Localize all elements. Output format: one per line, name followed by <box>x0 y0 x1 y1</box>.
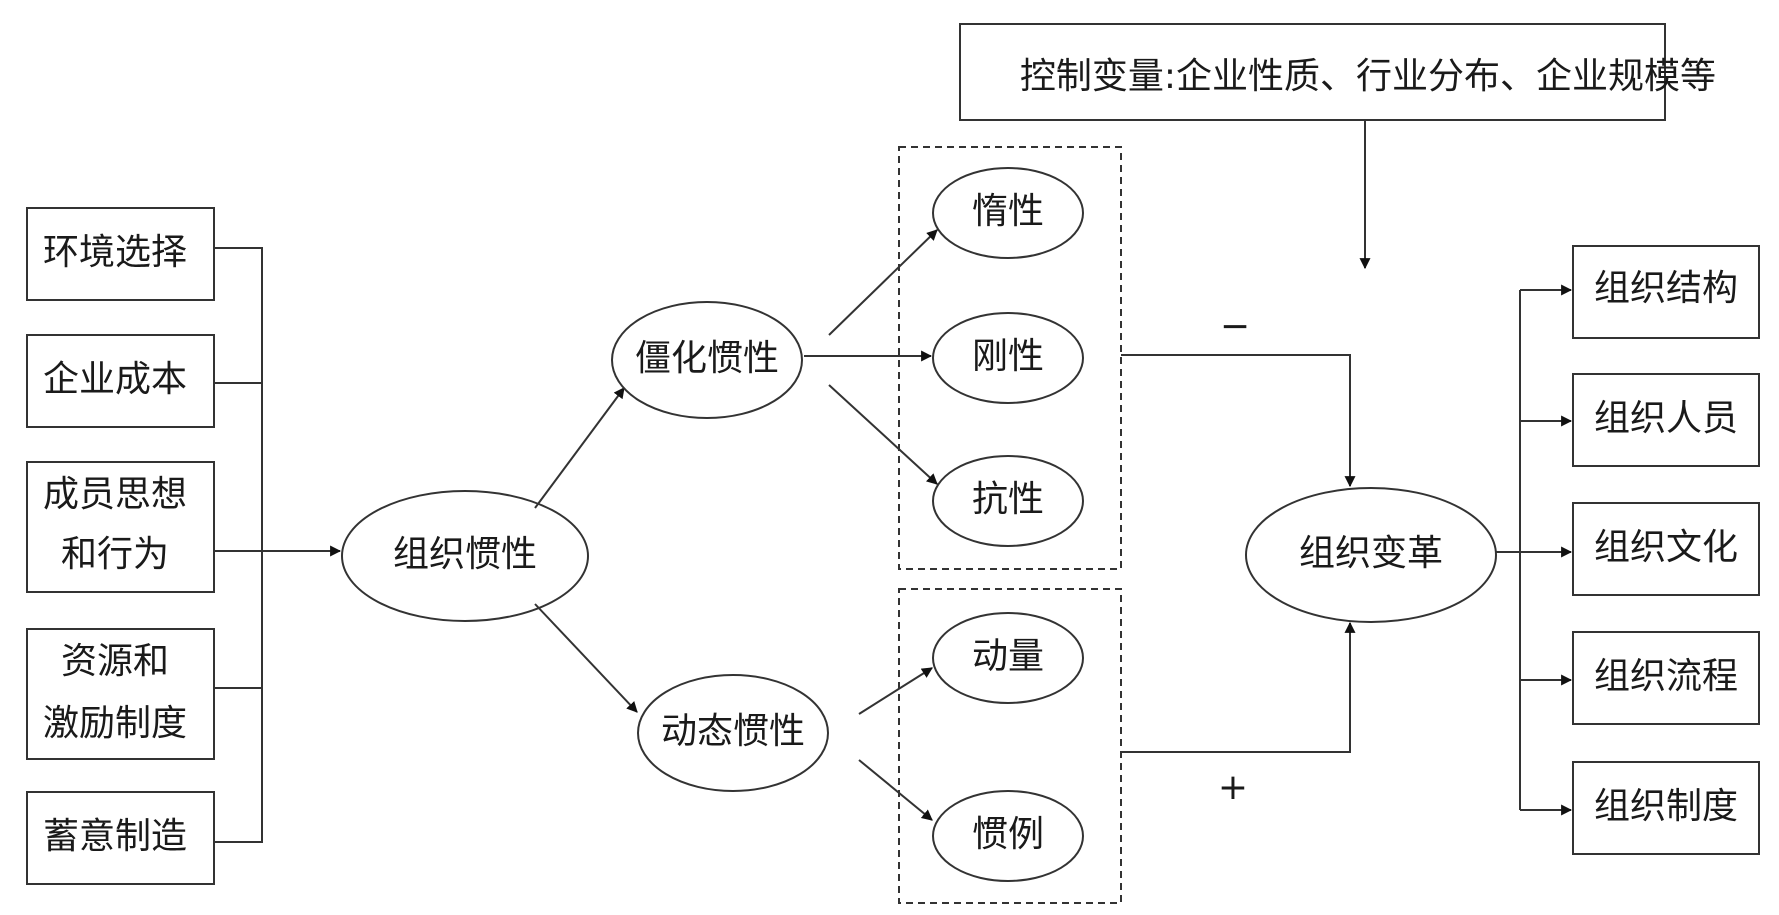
core-to-dynamic-arrow <box>534 603 638 713</box>
control-variable-box <box>959 23 1666 121</box>
antecedent-group: 环境选择 企业成本 成员思想 和行为 资源和 激励制度 蓄意制造 <box>26 207 215 885</box>
rigidity-label: 刚性 <box>972 336 1044 377</box>
momentum-node <box>932 612 1084 704</box>
core-node <box>341 490 589 622</box>
outcome-group: 组织结构 组织人员 组织文化 组织流程 组织制度 <box>1572 245 1760 855</box>
dynamic-group-to-change-path <box>1121 621 1356 753</box>
antecedent-label-deliberate: 蓄意制造 <box>43 816 187 857</box>
rigid-to-sloth-arrow <box>828 229 938 336</box>
sloth-label: 惰性 <box>972 191 1044 232</box>
momentum-label: 动量 <box>972 636 1044 677</box>
outcome-arrows <box>1520 284 1573 816</box>
antecedent-box-members <box>26 461 215 593</box>
antecedent-label-environment: 环境选择 <box>43 232 187 273</box>
rigid-inertia-label: 僵化惯性 <box>635 338 779 379</box>
rigid-subtype-group <box>898 146 1122 570</box>
rigid-inertia-node <box>611 301 803 419</box>
outcome-box-system <box>1572 761 1760 855</box>
outcome-box-culture <box>1572 502 1760 596</box>
routine-label: 惯例 <box>972 814 1044 855</box>
outcome-box-personnel <box>1572 373 1760 467</box>
antecedent-label-cost: 企业成本 <box>43 359 187 400</box>
rigid-group-to-change-path <box>1121 354 1356 488</box>
core-label: 组织惯性 <box>393 534 537 575</box>
control-variable-label: 控制变量:企业性质、行业分布、企业规模等 <box>1020 56 1716 97</box>
outcome-label-system: 组织制度 <box>1594 786 1738 827</box>
outcome-label-culture: 组织文化 <box>1594 527 1738 568</box>
antecedent-bracket <box>214 247 263 843</box>
antecedent-box-cost <box>26 334 215 428</box>
dynamic-inertia-node <box>637 674 829 792</box>
antecedent-box-deliberate <box>26 791 215 885</box>
antecedent-label-resources-line1: 资源和 <box>61 641 169 682</box>
negative-sign: − <box>1220 306 1250 347</box>
antecedent-label-members-line1: 成员思想 <box>43 474 187 515</box>
outcome-box-structure <box>1572 245 1760 339</box>
dynamic-inertia-label: 动态惯性 <box>661 711 805 752</box>
outcome-label-structure: 组织结构 <box>1594 268 1738 309</box>
antecedent-box-environment <box>26 207 215 301</box>
dynamic-to-routine-arrow <box>858 759 933 821</box>
outcome-label-process: 组织流程 <box>1594 656 1738 697</box>
sloth-node <box>932 167 1084 259</box>
antecedent-label-resources-line2: 激励制度 <box>43 703 187 744</box>
change-label: 组织变革 <box>1299 533 1443 574</box>
rigid-to-resistance-arrow <box>828 384 938 485</box>
change-node <box>1245 487 1497 623</box>
rigidity-node <box>932 312 1084 404</box>
dynamic-to-momentum-arrow <box>858 667 933 715</box>
routine-node <box>932 790 1084 882</box>
resistance-label: 抗性 <box>972 479 1044 520</box>
antecedent-box-resources <box>26 628 215 760</box>
positive-sign: + <box>1218 767 1248 808</box>
dynamic-subtype-group <box>898 588 1122 904</box>
outcome-label-personnel: 组织人员 <box>1594 398 1738 439</box>
resistance-node <box>932 455 1084 547</box>
outcome-box-process <box>1572 631 1760 725</box>
core-to-rigid-arrow <box>534 387 625 509</box>
antecedent-label-members-line2: 和行为 <box>61 534 169 575</box>
